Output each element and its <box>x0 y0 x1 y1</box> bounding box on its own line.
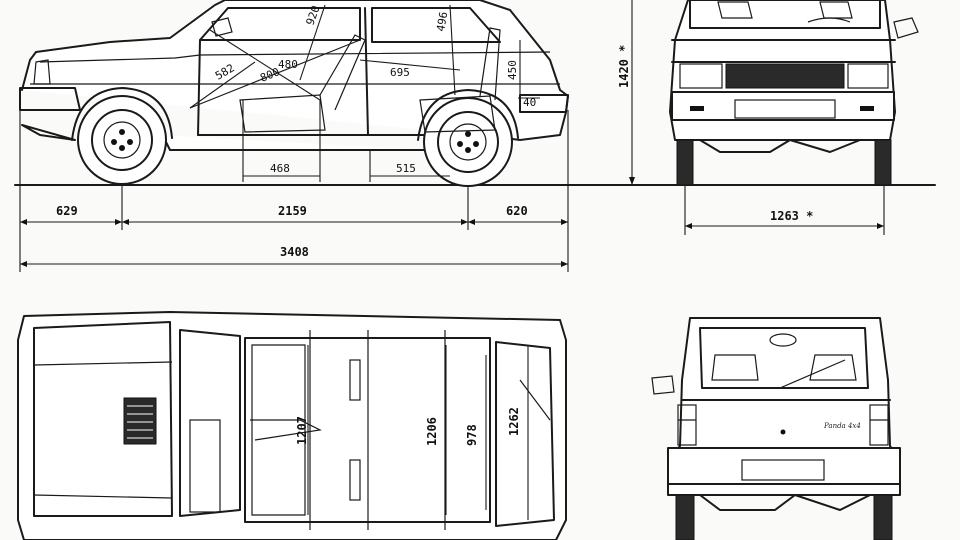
rear-bumper-rearview <box>667 447 901 485</box>
hood-crease-2 <box>33 494 173 499</box>
front-seat-back <box>319 34 366 111</box>
belt-right <box>349 459 361 501</box>
rear-tire-right <box>873 494 893 540</box>
rear-side-mirror <box>651 375 675 395</box>
interior-line-582 <box>189 61 256 109</box>
dashboard-top <box>189 419 221 513</box>
front-underbody <box>699 139 861 153</box>
dim-track-width: 1263 * <box>770 209 813 223</box>
dim-695: 695 <box>390 66 410 79</box>
front-wheel-arch <box>71 87 173 141</box>
seat-sketch <box>250 419 322 441</box>
dim-front-overhang: 629 <box>56 204 78 218</box>
dim-width-978: 978 <box>465 424 479 446</box>
rear-mirror-inside <box>769 333 797 347</box>
dim-width-1207: 1207 <box>295 416 309 445</box>
dim-40: 40 <box>523 96 536 109</box>
rear-seat-back <box>479 27 501 101</box>
dim-496: 496 <box>434 11 450 33</box>
rear-bumper <box>519 94 569 113</box>
dim-515: 515 <box>396 162 416 175</box>
rear-badge: Panda 4x4 <box>823 422 861 430</box>
headlight-right <box>847 63 889 89</box>
front-grille <box>725 63 845 89</box>
front-tire-left <box>676 139 694 186</box>
windshield-top <box>179 329 241 517</box>
front-view: 1263 * <box>669 0 919 235</box>
headlight-left <box>679 63 723 89</box>
rear-seat-cushion <box>419 95 496 133</box>
front-seat-headrest-right <box>819 1 853 19</box>
rear-underbody <box>699 494 871 511</box>
interior-line-920 <box>299 4 326 81</box>
rear-window-top <box>495 341 555 527</box>
belt-left <box>349 359 361 401</box>
license-plate-front <box>734 99 836 119</box>
dim-rear-overhang: 620 <box>506 204 528 218</box>
interior-line-695 <box>359 59 461 71</box>
hood <box>33 321 173 517</box>
top-view: 1207 1206 978 1262 <box>17 311 567 540</box>
headlight <box>33 59 51 85</box>
dim-overall-length: 3408 <box>280 245 309 259</box>
front-wheel <box>77 95 167 185</box>
rear-window-rearview <box>699 327 869 389</box>
dim-920: 920 <box>304 4 323 27</box>
interior-line-800 <box>189 39 361 109</box>
hood-crease-1 <box>33 361 173 366</box>
interior-line-480 <box>209 29 321 101</box>
tail-light-left <box>677 404 697 446</box>
hood-vent <box>123 397 157 445</box>
tailgate-lock <box>780 429 786 435</box>
license-plate-rear <box>741 459 825 481</box>
dim-height: 1420 * <box>617 45 631 88</box>
rear-window <box>371 7 501 43</box>
belt-line <box>39 51 551 63</box>
dim-468: 468 <box>270 162 290 175</box>
dim-width-1262: 1262 <box>507 407 521 436</box>
top-body-outline <box>17 311 567 540</box>
rear-headrest-left <box>711 354 759 381</box>
rear-view: Panda 4x4 <box>651 317 901 540</box>
dim-wheelbase: 2159 <box>278 204 307 218</box>
tail-light-right <box>869 404 889 446</box>
door-line-front <box>197 39 201 136</box>
dim-width-1206: 1206 <box>425 417 439 446</box>
interior-line-496 <box>449 4 456 96</box>
windshield <box>689 0 881 29</box>
steering-wheel <box>807 17 851 23</box>
front-panels <box>671 39 896 63</box>
door-line-b <box>364 7 369 136</box>
rear-tire-left <box>675 494 695 540</box>
front-bumper-frontview <box>671 91 895 121</box>
rear-wiper <box>779 359 846 389</box>
rear-wiper-top <box>519 379 551 421</box>
front-seat-left-top <box>251 344 306 516</box>
rear-wheel <box>423 97 513 187</box>
dim-480: 480 <box>278 58 298 71</box>
front-mirror <box>893 17 919 39</box>
dim-450: 450 <box>506 60 519 80</box>
front-tire-right <box>874 139 892 186</box>
side-view: 582 800 480 695 920 496 450 40 468 515 6… <box>14 0 936 272</box>
rear-wheel-arch <box>417 89 519 141</box>
rear-headrest-right <box>809 354 857 381</box>
front-seat-headrest-left <box>717 1 753 19</box>
roof-panel <box>244 337 491 523</box>
side-mirror <box>211 17 233 37</box>
front-window <box>199 7 361 41</box>
